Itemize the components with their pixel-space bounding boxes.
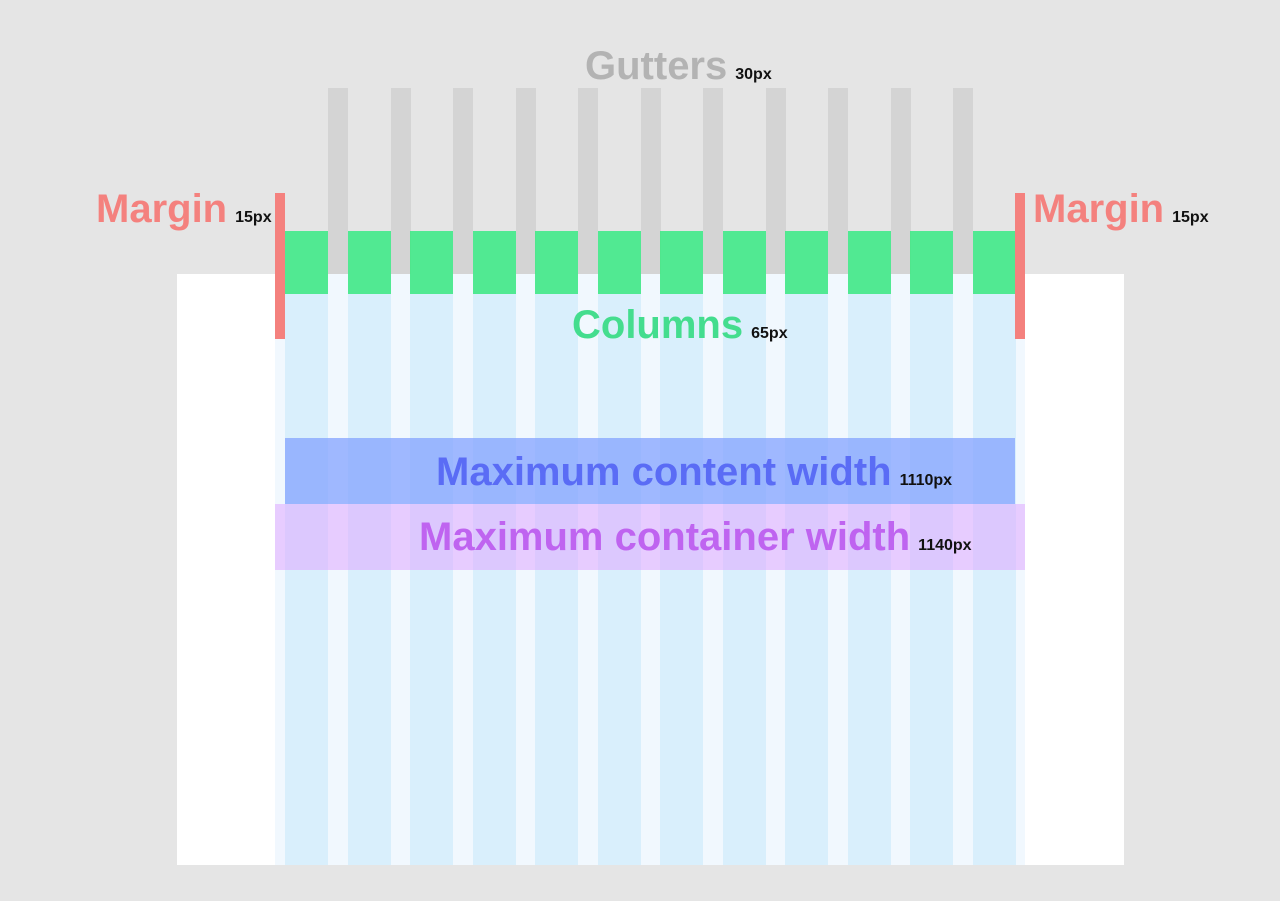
columns-title: Columns — [572, 303, 744, 347]
gutter-strip — [578, 88, 598, 274]
content-width-band — [285, 438, 1015, 504]
column-marker — [535, 231, 578, 294]
columns-value: 65px — [751, 325, 788, 342]
column-marker — [910, 231, 953, 294]
gutter-strip — [328, 88, 348, 274]
gutters-title: Gutters — [585, 44, 728, 88]
gutter-strip — [641, 88, 661, 274]
column-marker — [660, 231, 703, 294]
column-marker — [285, 231, 328, 294]
column-marker — [410, 231, 453, 294]
margin-bar-left — [275, 193, 285, 339]
container-width-band — [275, 504, 1025, 570]
column-marker — [348, 231, 391, 294]
gutter-strip — [453, 88, 473, 274]
margin-right-label: Margin 15px — [1033, 189, 1209, 229]
container-width-value: 1140px — [918, 537, 972, 554]
gutters-value: 30px — [735, 66, 772, 83]
column-marker — [723, 231, 766, 294]
content-width-value: 1110px — [899, 472, 953, 489]
container-width-title: Maximum container width — [419, 515, 911, 559]
gutter-strip — [953, 88, 973, 274]
column-marker — [598, 231, 641, 294]
container-width-label: Maximum container width 1140px — [419, 517, 972, 557]
gutter-strip — [703, 88, 723, 274]
content-width-title: Maximum content width — [436, 450, 892, 494]
gutters-label: Gutters 30px — [585, 46, 772, 86]
column-marker — [785, 231, 828, 294]
column-marker — [473, 231, 516, 294]
gutter-strip — [516, 88, 536, 274]
margin-left-value: 15px — [235, 209, 272, 226]
content-width-label: Maximum content width 1110px — [436, 452, 952, 492]
gutter-strip — [828, 88, 848, 274]
gutter-strip — [891, 88, 911, 274]
gutter-strip — [391, 88, 411, 274]
margin-left-label: Margin 15px — [96, 189, 272, 229]
gutter-strip — [766, 88, 786, 274]
column-marker — [848, 231, 891, 294]
margin-right-value: 15px — [1172, 209, 1209, 226]
columns-label: Columns 65px — [572, 305, 788, 345]
margin-left-title: Margin — [96, 187, 228, 231]
column-marker — [973, 231, 1016, 294]
margin-bar-right — [1015, 193, 1025, 339]
margin-right-title: Margin — [1033, 187, 1165, 231]
